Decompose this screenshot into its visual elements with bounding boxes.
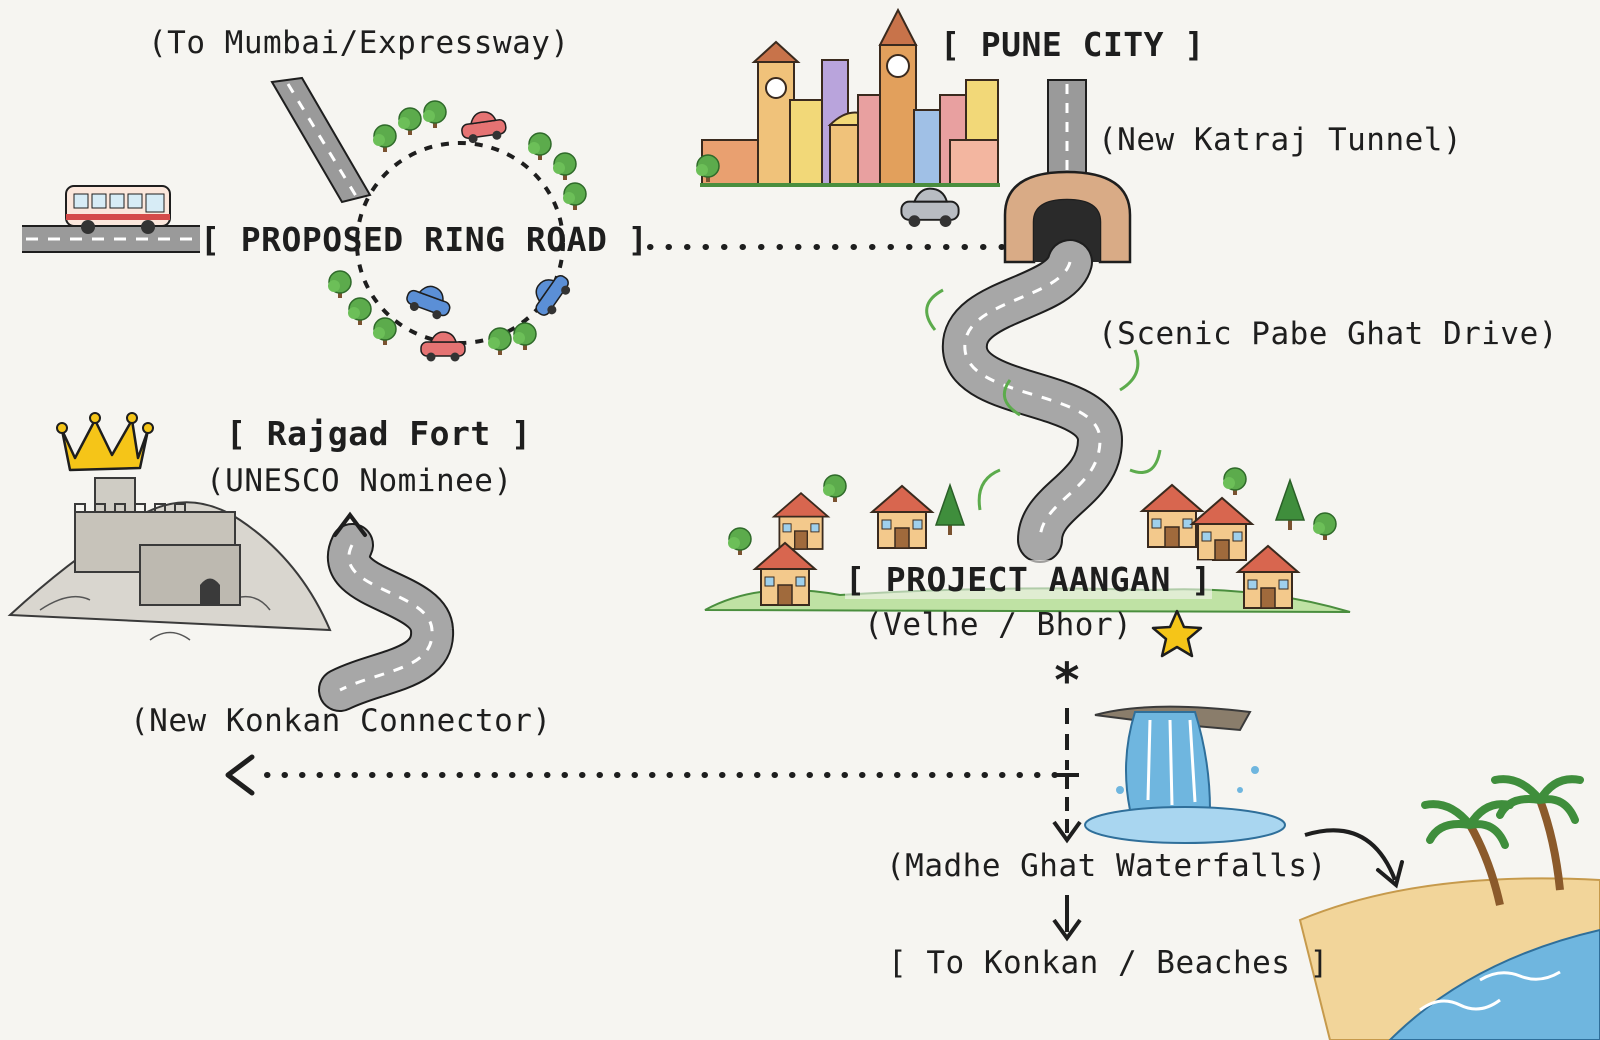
car-icon (524, 266, 576, 322)
palm-tree-icon (1421, 775, 1584, 906)
to-mumbai-label: (To Mumbai/Expressway) (148, 25, 570, 61)
rajgad-fort-label: [ Rajgad Fort ] (226, 414, 532, 453)
konkan-connector-dotted-path (225, 754, 1058, 796)
waterfall-to-beach-arrow (1304, 828, 1404, 889)
crown-icon (56, 412, 154, 472)
konkan-connector-winding-road (318, 511, 454, 712)
fort-icon (7, 477, 332, 641)
highway-road (22, 225, 200, 253)
car-icon (900, 187, 960, 228)
ghat-foliage (925, 288, 1162, 511)
scenic-pabe-ghat-label: (Scenic Pabe Ghat Drive) (1098, 316, 1558, 352)
city-skyline-icon (695, 7, 1000, 187)
car-icon (402, 278, 456, 324)
star-icon (1151, 609, 1203, 658)
beach-icon (1298, 877, 1600, 1040)
car-icon (458, 108, 509, 146)
bus-icon (65, 185, 171, 234)
route-junction: * (1052, 653, 1082, 942)
unesco-nominee-label: (UNESCO Nominee) (206, 463, 513, 499)
velhe-bhor-label: (Velhe / Bhor) (864, 607, 1133, 643)
waterfall-icon (1084, 705, 1286, 844)
pune-city-label: [ PUNE CITY ] (940, 25, 1205, 64)
madhe-ghat-label: (Madhe Ghat Waterfalls) (886, 848, 1327, 884)
mumbai-expressway-road (270, 76, 372, 204)
svg-text:*: * (1053, 653, 1082, 709)
to-konkan-label: [ To Konkan / Beaches ] (888, 945, 1329, 981)
proposed-ring-road-label: [ PROPOSED RING ROAD ] (200, 220, 649, 259)
pabe-ghat-winding-road (942, 239, 1124, 563)
new-konkan-connector-label: (New Konkan Connector) (130, 703, 552, 739)
new-katraj-tunnel-label: (New Katraj Tunnel) (1098, 122, 1463, 158)
project-aangan-label: [ PROJECT AANGAN ] (845, 560, 1212, 599)
